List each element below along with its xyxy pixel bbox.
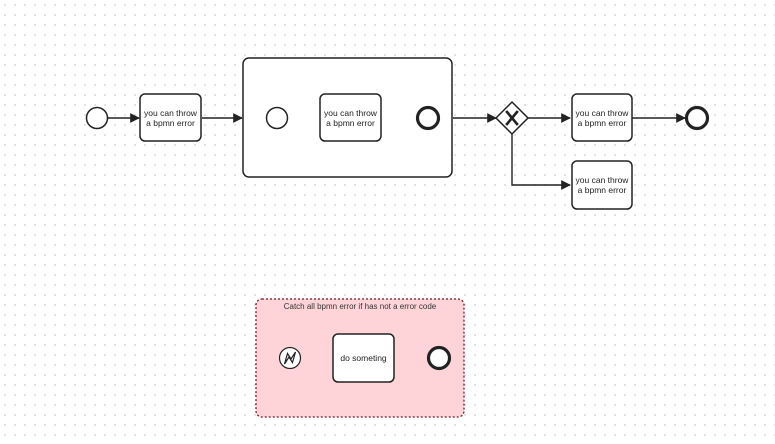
error-start-event-icon — [283, 351, 297, 365]
task-throw-error-lower[interactable] — [571, 160, 633, 210]
event-subprocess-task[interactable] — [332, 333, 395, 383]
exclusive-gateway-x-icon — [505, 110, 519, 126]
start-event[interactable] — [85, 106, 109, 130]
exclusive-gateway[interactable] — [494, 100, 530, 136]
error-start-event[interactable] — [278, 346, 302, 370]
subprocess-start-event[interactable] — [265, 106, 289, 130]
event-subprocess-end-event[interactable] — [426, 345, 452, 371]
end-event[interactable] — [684, 105, 710, 131]
task-throw-error-1[interactable] — [139, 93, 202, 142]
event-subprocess-caption: Catch all bpmn error if has not a error … — [283, 302, 437, 311]
subprocess-task-throw-error[interactable] — [319, 93, 382, 142]
subprocess-end-event[interactable] — [415, 105, 441, 131]
sequence-flow-gateway-to-lower-task[interactable] — [511, 134, 571, 190]
task-throw-error-upper[interactable] — [571, 93, 633, 142]
